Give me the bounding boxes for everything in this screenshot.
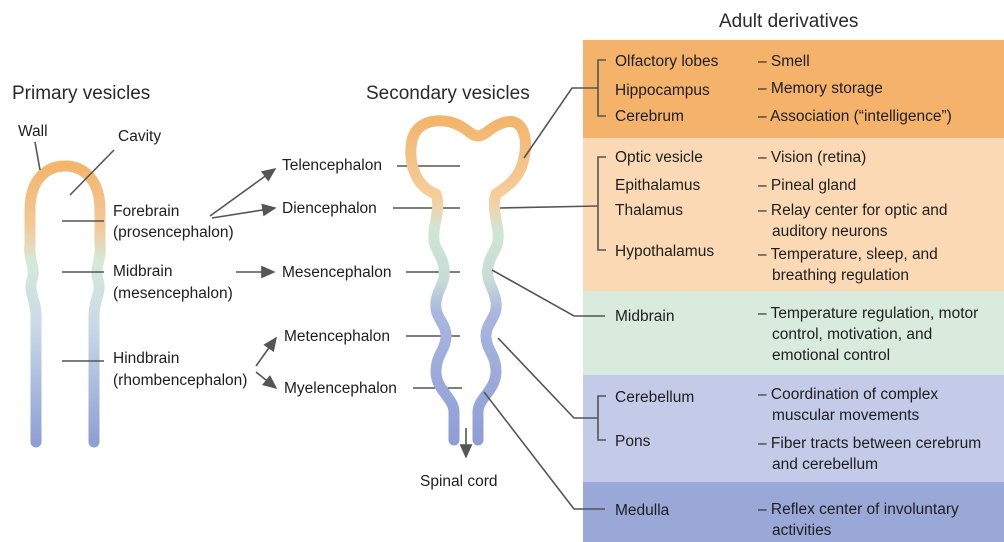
wall-label: Wall	[18, 123, 48, 140]
function-pineal-gland: – Pineal gland	[758, 177, 856, 194]
structure-thalamus: Thalamus	[615, 202, 683, 219]
wall-leader	[35, 142, 40, 170]
forebrain-label: Forebrain	[113, 203, 179, 220]
diencephalon-label: Diencephalon	[282, 200, 377, 217]
adult-derivatives-heading: Adult derivatives	[719, 11, 858, 32]
function-memory-storage: – Memory storage	[758, 80, 883, 97]
secondary-neural-tube	[411, 121, 526, 440]
function-association: – Association (“intelligence”)	[758, 108, 952, 125]
function-temperature-sleep: – Temperature, sleep, and	[758, 246, 938, 263]
midbrain-scientific-label: (mesencephalon)	[113, 285, 233, 302]
function-fiber-tracts: – Fiber tracts between cerebrum	[758, 435, 981, 452]
mesencephalon-label: Mesencephalon	[282, 264, 391, 281]
arrow-forebrain-to-diencephalon	[212, 208, 275, 218]
structure-olfactory-lobes: Olfactory lobes	[615, 53, 719, 70]
function-temperature-sleep-line2: breathing regulation	[772, 267, 909, 284]
structure-optic-vesicle: Optic vesicle	[615, 149, 703, 166]
function-vision: – Vision (retina)	[758, 149, 866, 166]
function-reflex-center: – Reflex center of involuntary	[758, 501, 959, 518]
structure-cerebellum: Cerebellum	[615, 389, 694, 406]
structure-hypothalamus: Hypothalamus	[615, 243, 714, 260]
hindbrain-scientific-label: (rhombencephalon)	[113, 372, 247, 389]
structure-cerebrum: Cerebrum	[615, 108, 684, 125]
cavity-label: Cavity	[118, 128, 161, 145]
myelencephalon-label: Myelencephalon	[284, 380, 397, 397]
midbrain-label: Midbrain	[113, 263, 172, 280]
secondary-vesicles-heading: Secondary vesicles	[366, 83, 530, 104]
hindbrain-label: Hindbrain	[113, 350, 179, 367]
primary-vesicles-heading: Primary vesicles	[12, 83, 150, 104]
spinal-cord-label: Spinal cord	[420, 473, 498, 490]
primary-neural-tube	[30, 166, 101, 442]
structure-medulla: Medulla	[615, 502, 670, 519]
structure-pons: Pons	[615, 433, 651, 450]
function-coordination: – Coordination of complex	[758, 386, 938, 403]
arrow-hindbrain-to-myelencephalon	[256, 372, 276, 388]
function-temperature-regulation-line2: control, motivation, and	[772, 326, 932, 343]
arrow-hindbrain-to-metencephalon	[256, 338, 276, 366]
function-temperature-regulation-line3: emotional control	[772, 347, 890, 364]
function-smell: – Smell	[758, 53, 810, 70]
function-relay-center: – Relay center for optic and	[758, 202, 948, 219]
metencephalon-label: Metencephalon	[284, 328, 390, 345]
function-fiber-tracts-line2: and cerebellum	[772, 456, 878, 473]
structure-midbrain: Midbrain	[615, 308, 674, 325]
structure-epithalamus: Epithalamus	[615, 177, 701, 194]
function-temperature-regulation: – Temperature regulation, motor	[758, 305, 978, 322]
structure-hippocampus: Hippocampus	[615, 82, 710, 99]
function-coordination-line2: muscular movements	[772, 407, 920, 424]
telencephalon-label: Telencephalon	[282, 157, 382, 174]
function-relay-center-line2: auditory neurons	[772, 223, 888, 240]
function-reflex-center-line2: activities	[772, 522, 832, 539]
forebrain-scientific-label: (prosencephalon)	[113, 224, 234, 241]
